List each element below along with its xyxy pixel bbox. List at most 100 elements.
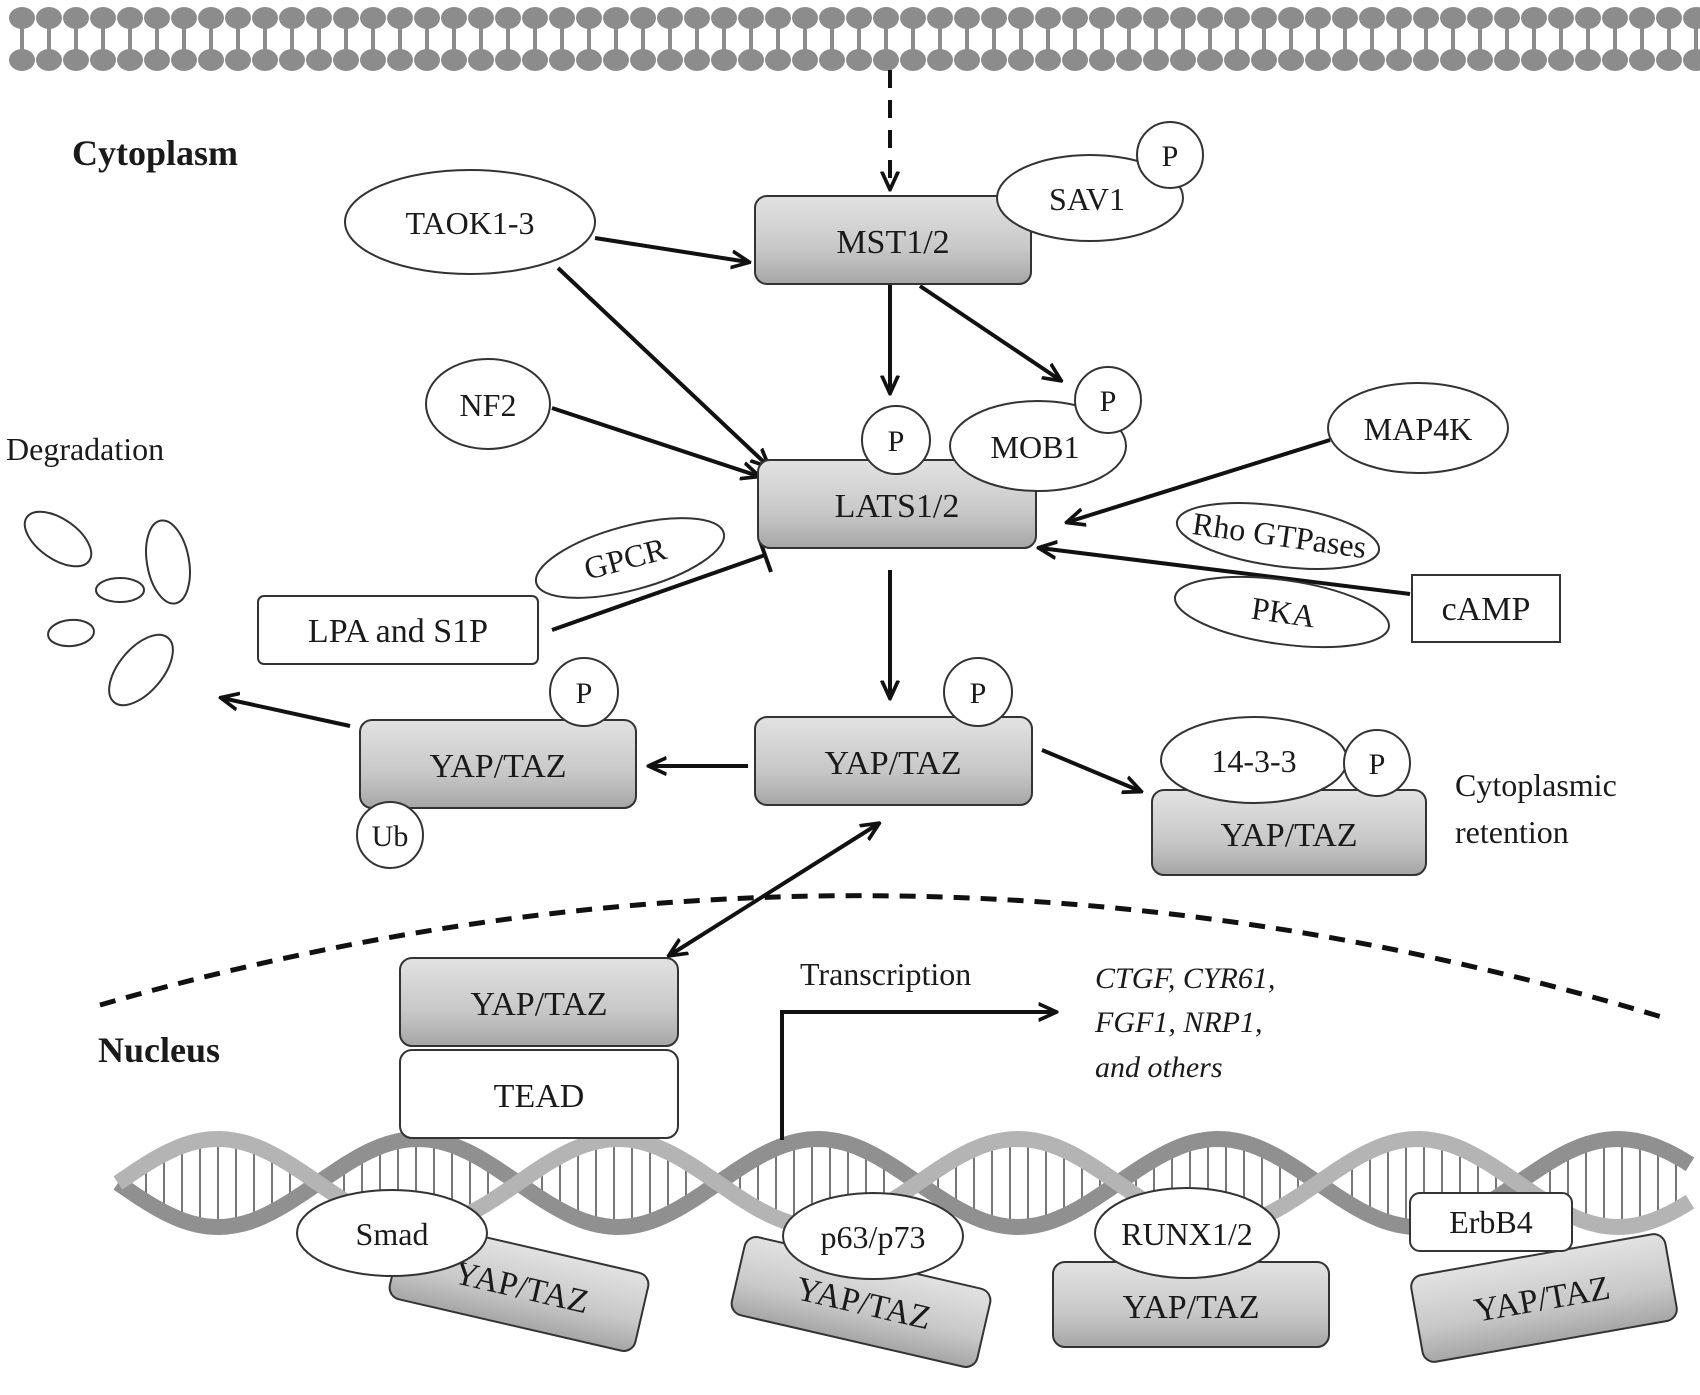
lipid-head (144, 49, 170, 71)
lipid-head (873, 7, 899, 29)
lipid-head (1548, 49, 1574, 71)
lipid-head (1413, 49, 1439, 71)
lipid-head (1062, 7, 1088, 29)
lipid-head (333, 49, 359, 71)
lipid-head (900, 7, 926, 29)
lipid-head (1035, 7, 1061, 29)
tead-box (399, 1049, 679, 1139)
lipid-head (36, 7, 62, 29)
lipid-head (1467, 7, 1493, 29)
lipid-head (873, 49, 899, 71)
target-genes-line1: CTGF, CYR61, (1095, 962, 1275, 995)
cytoplasm-label: Cytoplasm (72, 133, 238, 173)
lipid-head (1251, 7, 1277, 29)
sav1-ellipse (996, 154, 1184, 242)
yap-right-label: YAP/TAZ (1220, 817, 1357, 854)
lipid-head (9, 49, 35, 71)
p1433-label: 14-3-3 (1211, 743, 1296, 779)
ub-yap-to-degradation-arrow (222, 698, 351, 728)
lipid-head (171, 49, 197, 71)
yap-nuclear-shuttle-arrow (670, 824, 878, 955)
yap-left-label: YAP/TAZ (429, 748, 566, 785)
lipid-head (1359, 7, 1385, 29)
lipid-head (1332, 7, 1358, 29)
lipid-head (522, 49, 548, 71)
lipid-head (1359, 49, 1385, 71)
camp-box (1411, 574, 1561, 643)
nf2-label: NF2 (460, 387, 517, 423)
lipid-head (198, 49, 224, 71)
lipid-head (522, 7, 548, 29)
yap-erbb4-box (1410, 1233, 1678, 1363)
lipid-head (1224, 7, 1250, 29)
runx-label: RUNX1/2 (1121, 1216, 1253, 1252)
lipid-head (1440, 49, 1466, 71)
fragment-1 (23, 510, 93, 568)
lipid-head (1683, 7, 1700, 29)
lipid-head (1521, 49, 1547, 71)
degradation-label: Degradation (6, 431, 164, 467)
lipid-head (657, 7, 683, 29)
lipid-head (1062, 49, 1088, 71)
lats-phospho-label: P (888, 425, 905, 458)
lipid-head (630, 7, 656, 29)
lipid-head (414, 7, 440, 29)
lipid-head (927, 49, 953, 71)
nf2-to-lats-arrow (551, 406, 758, 476)
target-genes-line3: and others (1095, 1051, 1223, 1084)
lipid-head (549, 49, 575, 71)
lipid-head (117, 49, 143, 71)
yap-runx-label: YAP/TAZ (1122, 1289, 1259, 1326)
lipid-head (1629, 49, 1655, 71)
fragment-3 (95, 577, 145, 603)
lipid-head (1602, 7, 1628, 29)
lipid-head (360, 49, 386, 71)
sav1-label: SAV1 (1049, 181, 1125, 217)
retention-label-line1: Cytoplasmic (1455, 767, 1617, 803)
map4k-to-lats-arrow (1068, 438, 1331, 522)
lipid-head (1305, 7, 1331, 29)
lipid-head (1170, 49, 1196, 71)
taok-to-mst-arrow (594, 236, 748, 262)
degradation-fragments (23, 510, 191, 707)
lipid-head (63, 49, 89, 71)
lipid-head (846, 49, 872, 71)
target-genes-line2: FGF1, NRP1, (1094, 1006, 1262, 1039)
arrows (222, 70, 1411, 1140)
lipid-head (603, 7, 629, 29)
lipid-head (684, 7, 710, 29)
lats-phospho (861, 405, 931, 475)
lipid-head (1413, 7, 1439, 29)
nf2-ellipse (425, 358, 551, 450)
cell-membrane (9, 7, 1700, 71)
lpa-s1p-label: LPA and S1P (308, 613, 488, 650)
lipid-head (9, 7, 35, 29)
lipid-head (738, 7, 764, 29)
lipid-head (198, 7, 224, 29)
mst-label: MST1/2 (836, 224, 949, 261)
lpa-s1p-box (257, 595, 539, 665)
lipid-head (954, 7, 980, 29)
lipid-head (1089, 7, 1115, 29)
lipid-head (1251, 49, 1277, 71)
mob1-label: MOB1 (991, 429, 1080, 465)
lipid-head (1116, 49, 1142, 71)
lipid-head (1224, 49, 1250, 71)
lipid-head (846, 7, 872, 29)
lipid-head (630, 49, 656, 71)
map4k-ellipse (1327, 382, 1509, 474)
erbb4-label: ErbB4 (1449, 1204, 1533, 1240)
lipid-head (1143, 7, 1169, 29)
lipid-head (1008, 7, 1034, 29)
lipid-head (1467, 49, 1493, 71)
lipid-head (792, 7, 818, 29)
yap-center-box (754, 716, 1033, 806)
map4k-label: MAP4K (1364, 411, 1472, 447)
lipid-head (1089, 49, 1115, 71)
lipid-head (90, 7, 116, 29)
lipid-head (441, 7, 467, 29)
lipid-head (1008, 49, 1034, 71)
lipid-head (1521, 7, 1547, 29)
yap-right-phospho (1343, 729, 1411, 797)
